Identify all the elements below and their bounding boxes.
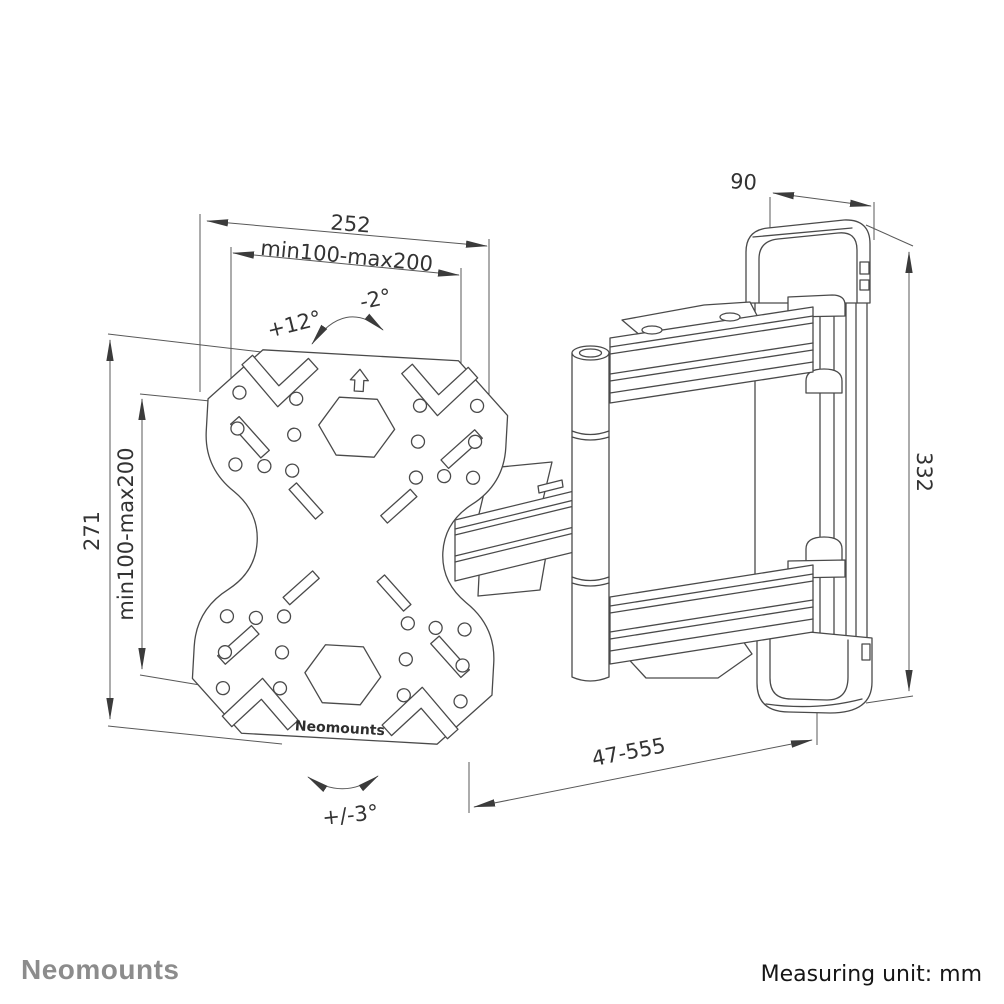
dimension-label-plate-width: 252	[330, 210, 372, 237]
dimension-label-plate-vesa-height: min100-max200	[114, 447, 138, 620]
tv-bracket-beam	[454, 461, 604, 597]
lower-arm	[609, 564, 814, 679]
plate-brand-label: Neomounts	[294, 718, 385, 739]
angle-label-tilt-down: -2°	[358, 284, 394, 314]
dimension-bracket-depth	[769, 192, 875, 240]
dimension-label-bracket-depth: 90	[729, 169, 757, 195]
pivot-cylinder	[571, 345, 610, 682]
angle-label-rotation: +/-3°	[321, 800, 379, 830]
corner-chevron-slots	[221, 354, 479, 740]
hexagonal-cutouts	[304, 396, 396, 706]
bracket-bottom-cap	[756, 626, 873, 714]
plate-outline	[191, 349, 509, 745]
upper-arm	[609, 301, 814, 404]
vesa-plate-drawing: Neomounts	[191, 349, 509, 745]
tilt-angle-arc	[311, 313, 384, 345]
dimension-extension-range	[468, 713, 818, 813]
dimension-plate-width	[199, 214, 490, 414]
bracket-top-cap	[745, 219, 871, 304]
angle-label-tilt-up: +12°	[265, 306, 324, 343]
dimension-label-bracket-height: 332	[912, 452, 936, 492]
mounting-holes	[215, 385, 485, 709]
footer-brand-logo: Neomounts	[21, 954, 180, 985]
rotation-angle-arc	[307, 775, 379, 792]
dimension-label-plate-vesa-width: min100-max200	[259, 236, 434, 276]
vertical-rail	[819, 299, 847, 641]
dimension-label-extension-range: 47-555	[590, 733, 668, 771]
measuring-unit-note: Measuring unit: mm	[760, 962, 982, 987]
up-arrow-icon	[349, 368, 369, 393]
dimension-lines	[106, 192, 914, 813]
dimension-label-plate-height: 271	[80, 511, 104, 551]
articulating-arm-drawing	[454, 301, 814, 682]
wall-bracket-drawing	[745, 219, 873, 714]
dimension-bracket-height	[865, 224, 914, 704]
